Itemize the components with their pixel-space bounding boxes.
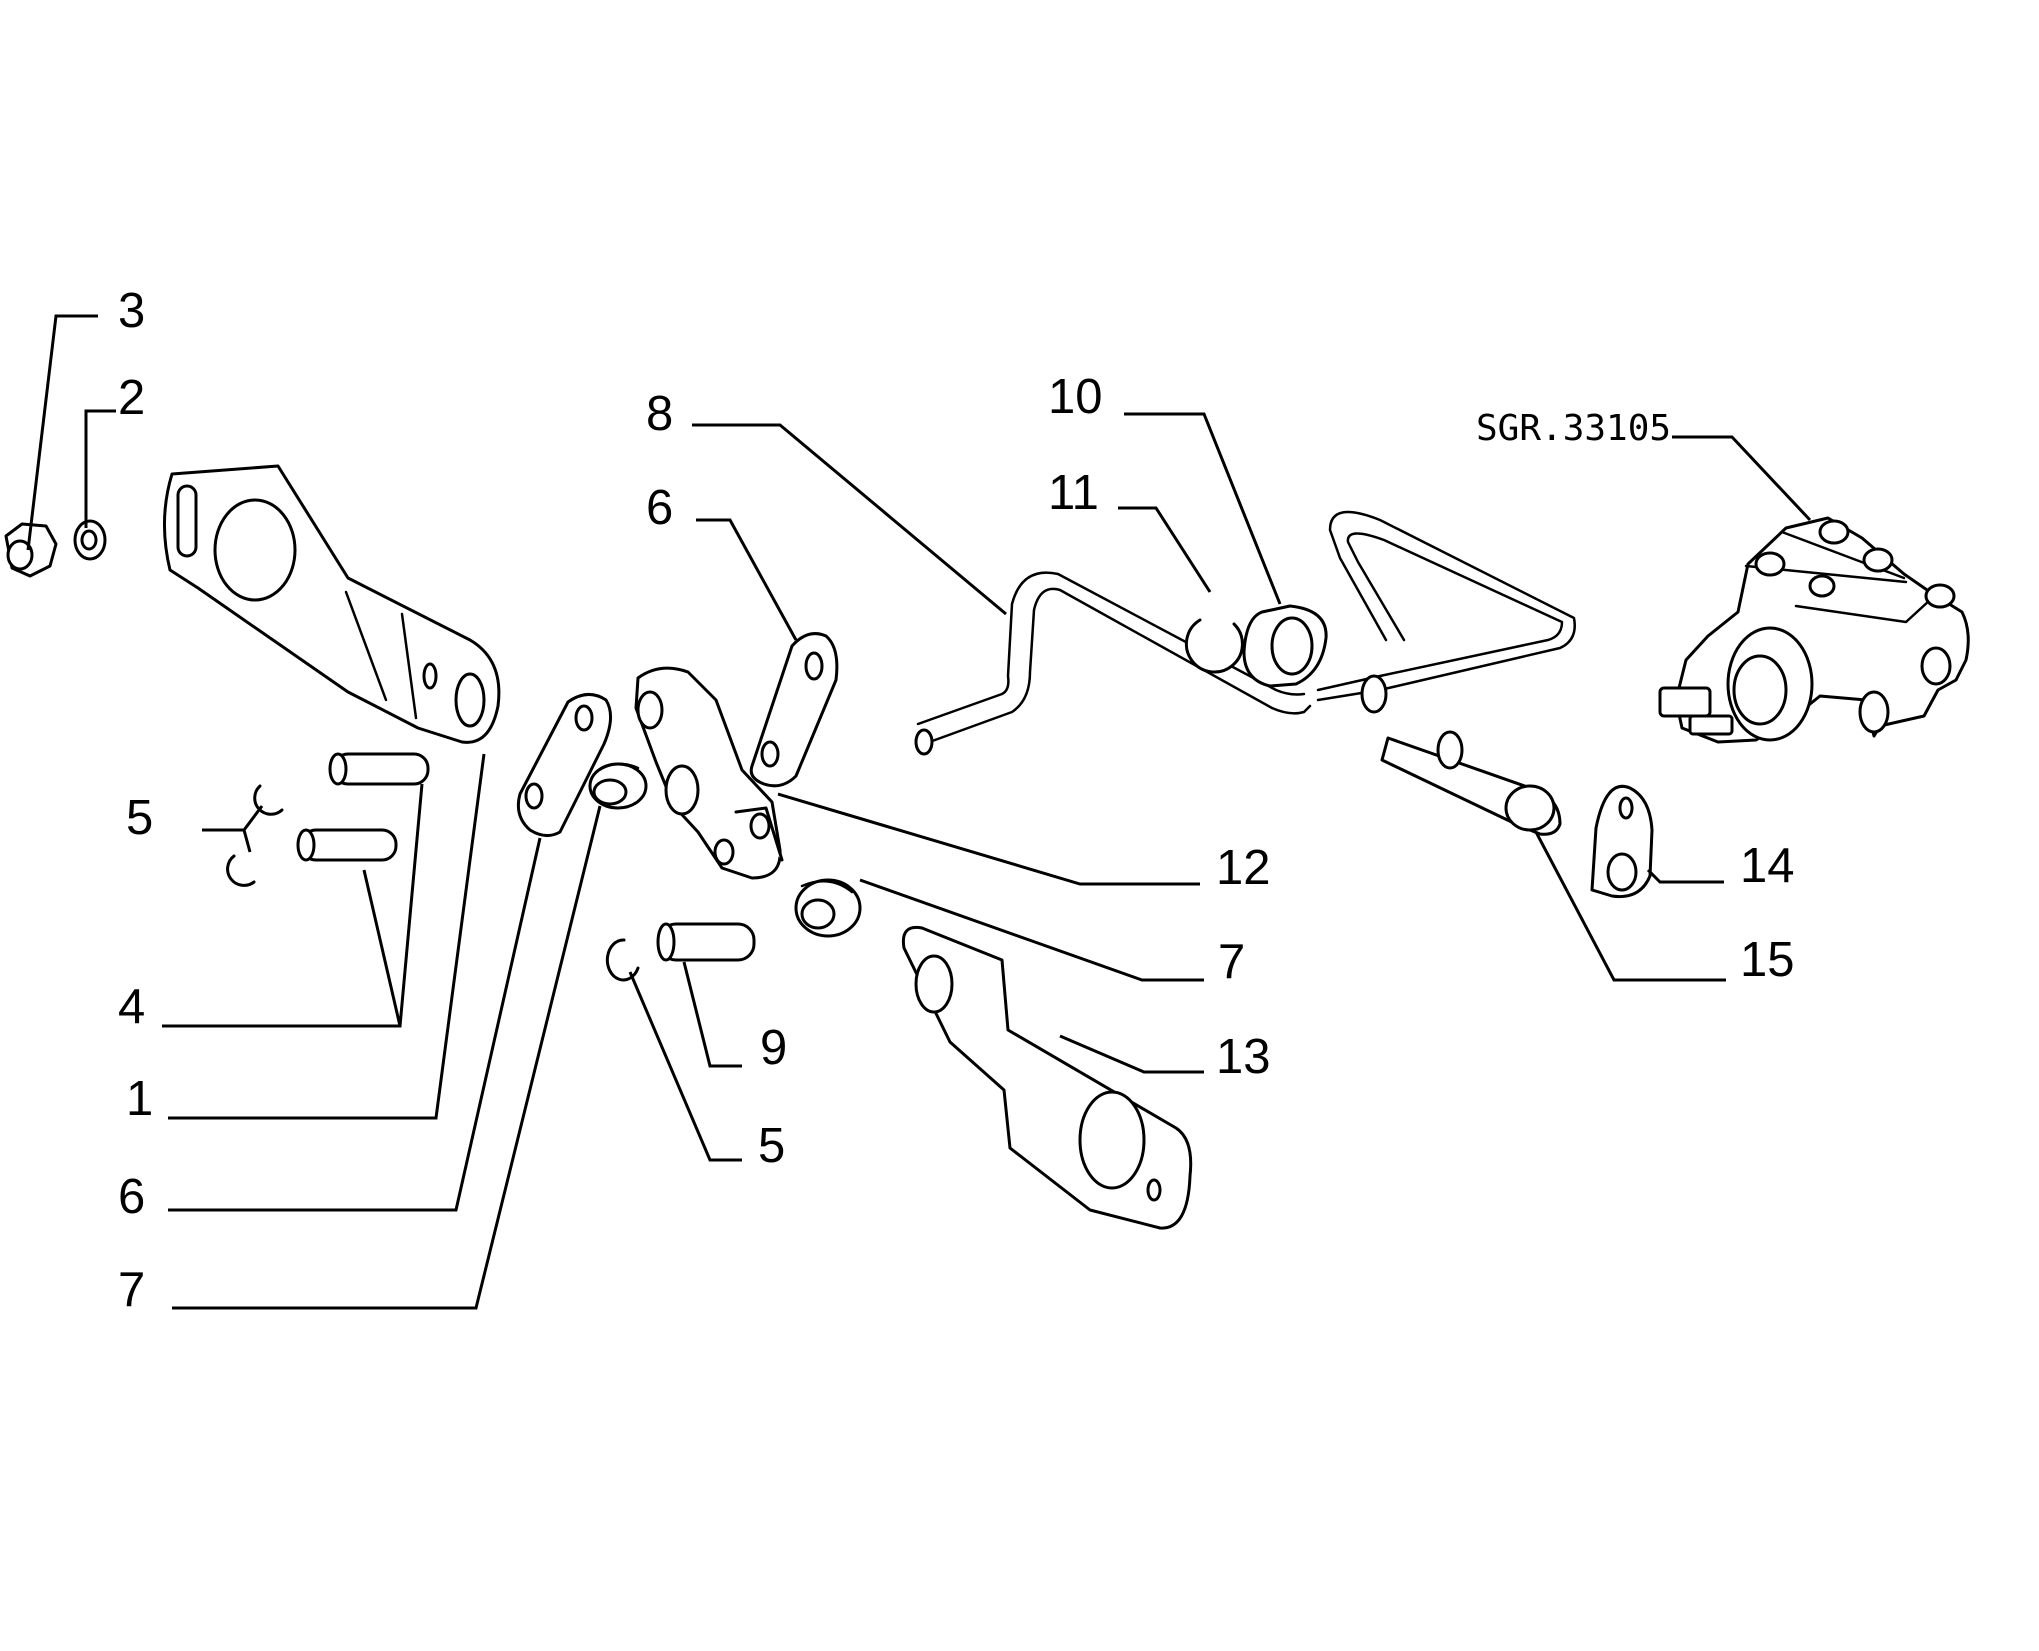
- part-nut: [4, 522, 58, 578]
- leader-4: [162, 783, 424, 1028]
- leader-lines: [26, 314, 1812, 1310]
- leader-7b: [859, 878, 1204, 982]
- part-circlips-left: [226, 784, 284, 887]
- part-selector-housing: [1658, 516, 1970, 744]
- part-pins: [296, 752, 430, 862]
- part-pin-center: [656, 922, 756, 962]
- callout-8: 8: [646, 387, 673, 441]
- callout-6b: 6: [118, 1170, 145, 1224]
- part-cross-shaft: [1360, 674, 1562, 836]
- leader-6a: [696, 518, 798, 641]
- leader-9: [682, 961, 742, 1068]
- part-rod-circlip: [1184, 618, 1244, 674]
- leader-3: [26, 314, 98, 551]
- callout-1: 1: [126, 1072, 153, 1126]
- leader-reference: [1672, 435, 1812, 522]
- callout-4: 4: [118, 980, 145, 1034]
- callout-14: 14: [1740, 839, 1795, 893]
- part-washer: [73, 519, 107, 561]
- part-selector-rod: [914, 510, 1576, 756]
- part-circlip-center: [605, 938, 640, 982]
- leader-6b: [168, 837, 542, 1212]
- part-clevis-bracket: [634, 666, 784, 880]
- callout-7a: 7: [118, 1263, 145, 1317]
- leader-5b: [628, 971, 742, 1162]
- part-link-plate-left: [516, 693, 612, 837]
- part-lower-plate: [901, 925, 1193, 1230]
- part-rod-bush: [1242, 604, 1328, 688]
- leader-5a: [202, 805, 264, 853]
- callout-9: 9: [760, 1021, 787, 1075]
- part-lever-plate: [163, 464, 501, 744]
- callout-2: 2: [118, 371, 145, 425]
- leader-2: [84, 409, 116, 528]
- diagram-reference-label: SGR.33105: [1476, 408, 1671, 449]
- callout-5b: 5: [758, 1119, 785, 1173]
- callout-3: 3: [118, 284, 145, 338]
- leader-7a: [172, 805, 602, 1310]
- callout-10: 10: [1048, 370, 1103, 424]
- callout-7b: 7: [1218, 935, 1245, 989]
- leader-1: [168, 753, 486, 1120]
- leader-8: [692, 423, 1007, 616]
- leader-14: [1646, 868, 1724, 884]
- callout-12: 12: [1216, 841, 1271, 895]
- callout-5a: 5: [126, 791, 153, 845]
- leader-11: [1118, 506, 1212, 593]
- leader-12: [777, 792, 1200, 886]
- leader-15: [1534, 831, 1726, 982]
- leader-10: [1124, 412, 1282, 605]
- callout-6a: 6: [646, 481, 673, 535]
- part-link-plate-upper: [749, 632, 839, 788]
- part-bush-left: [588, 762, 648, 810]
- part-bush-right: [794, 878, 862, 938]
- leader-13: [1059, 1034, 1204, 1074]
- callout-13: 13: [1216, 1030, 1271, 1084]
- callout-labels: 3 2 8 6 10 11 5 4 1 6 7 12 7 9 5 13 14 1…: [118, 284, 1795, 1317]
- part-shaped-washer: [1590, 785, 1654, 899]
- callout-15: 15: [1740, 933, 1795, 987]
- callout-11: 11: [1048, 466, 1099, 520]
